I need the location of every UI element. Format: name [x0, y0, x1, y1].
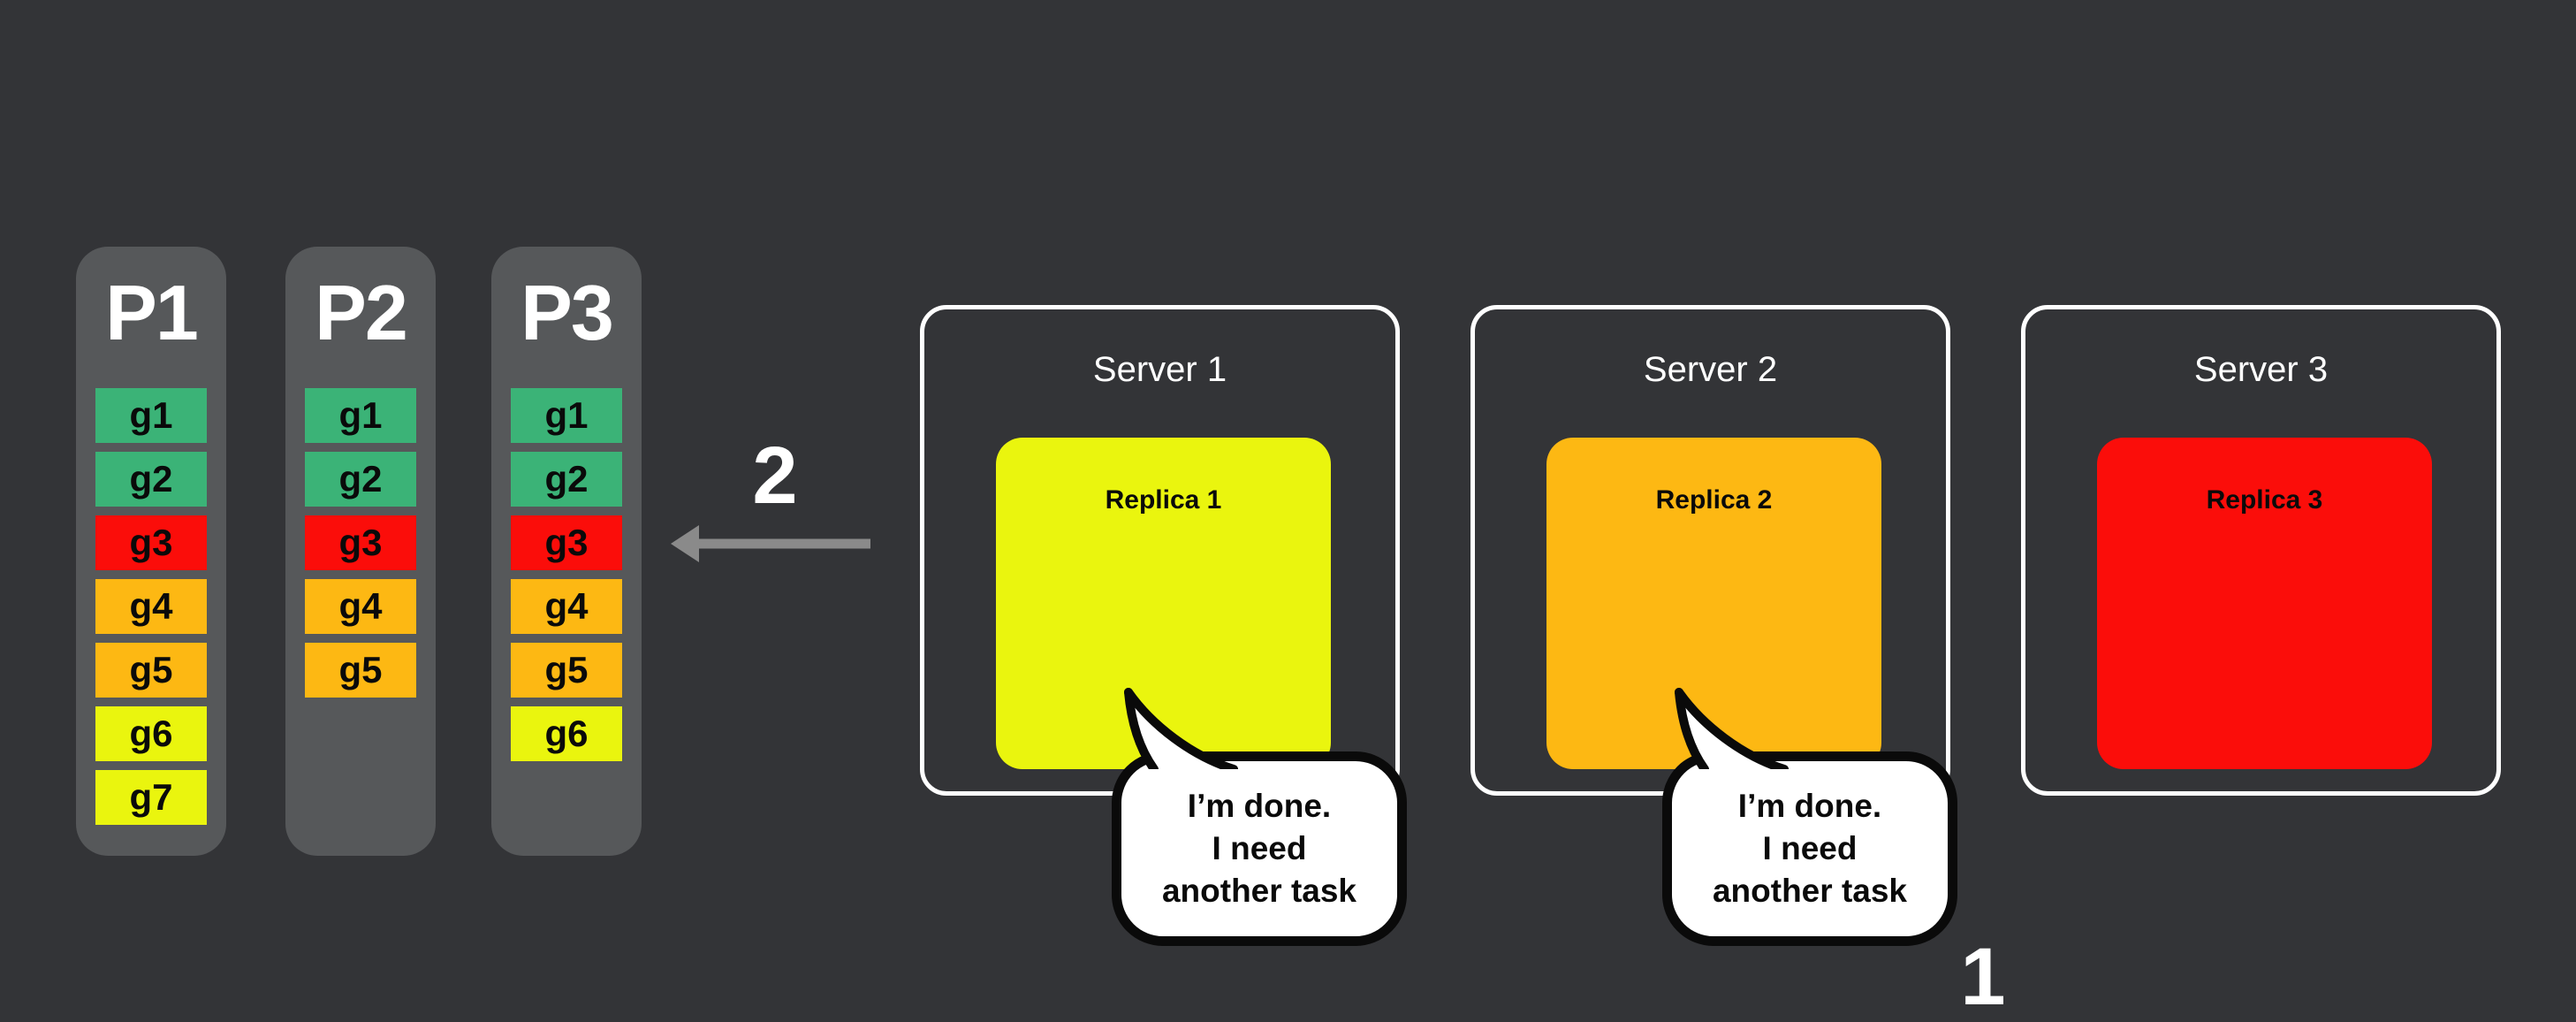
task-cell: g3: [511, 515, 622, 570]
step-2-label: 2: [752, 431, 798, 521]
replica-1-box: Replica 1: [996, 438, 1331, 769]
task-cell: g1: [305, 388, 416, 443]
partition-title: P3: [521, 269, 614, 356]
partition-title: P1: [105, 269, 199, 356]
partition-title: P2: [315, 269, 408, 356]
replica-label: Replica 1: [1105, 485, 1222, 515]
task-cell: g4: [305, 579, 416, 634]
arrow-left-icon: [671, 525, 870, 562]
server-title: Server 3: [2193, 350, 2329, 389]
speech-bubble-2: I’m done. I need another task: [1662, 751, 1957, 946]
task-cell: g7: [95, 770, 207, 825]
task-cell: g2: [511, 452, 622, 507]
replica-3-box: Replica 3: [2097, 438, 2432, 769]
replica-label: Replica 3: [2206, 485, 2323, 515]
replica-label: Replica 2: [1655, 485, 1773, 515]
task-cell: g1: [95, 388, 207, 443]
task-cell: g5: [305, 643, 416, 698]
partition-p3: P3 g1 g2 g3 g4 g5 g6: [491, 247, 642, 856]
task-cell: g2: [95, 452, 207, 507]
partition-p2: P2 g1 g2 g3 g4 g5: [285, 247, 436, 856]
server-2-box: Server 2 Replica 2: [1470, 305, 1950, 796]
task-cell: g6: [95, 706, 207, 761]
task-cell: g5: [511, 643, 622, 698]
bubble-text-line: another task: [1161, 873, 1356, 909]
step-1-label: 1: [1960, 932, 2006, 1022]
server-title: Server 1: [1092, 350, 1227, 389]
server-1-box: Server 1 Replica 1: [920, 305, 1400, 796]
server-title: Server 2: [1643, 350, 1778, 389]
task-cell: g4: [511, 579, 622, 634]
task-cell: g3: [305, 515, 416, 570]
bubble-tail-icon: [1675, 688, 1789, 769]
task-cell: g1: [511, 388, 622, 443]
task-cell: g2: [305, 452, 416, 507]
bubble-text-line: I’m done.: [1737, 788, 1882, 824]
partition-p1: P1 g1 g2 g3 g4 g5 g6 g7: [76, 247, 226, 856]
server-3-box: Server 3 Replica 3: [2021, 305, 2501, 796]
bubble-tail-icon: [1124, 688, 1238, 769]
task-cell: g3: [95, 515, 207, 570]
task-cell: g6: [511, 706, 622, 761]
bubble-text-line: I need: [1212, 830, 1307, 866]
task-cell: g4: [95, 579, 207, 634]
task-cell: g5: [95, 643, 207, 698]
bubble-text-line: another task: [1712, 873, 1907, 909]
speech-bubble-1: I’m done. I need another task: [1112, 751, 1407, 946]
bubble-text-line: I need: [1762, 830, 1858, 866]
bubble-text-line: I’m done.: [1187, 788, 1332, 824]
replica-2-box: Replica 2: [1546, 438, 1881, 769]
